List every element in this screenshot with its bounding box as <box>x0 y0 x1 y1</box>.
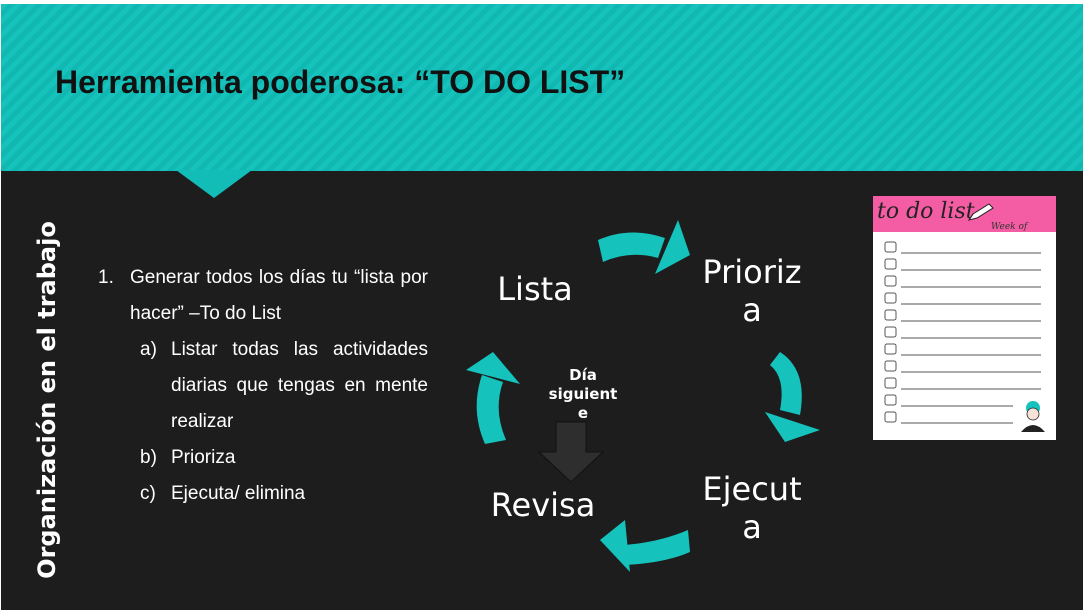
header-band <box>1 4 1083 171</box>
todo-checklist <box>884 241 1045 432</box>
todo-list-image: to do list Week of <box>873 196 1056 440</box>
slide-title: Herramienta poderosa: “TO DO LIST” <box>55 64 626 100</box>
arrow-left-icon <box>466 352 520 444</box>
cycle-step-revisa: Revisa <box>490 486 596 524</box>
sub-item-text: Ejecuta/ elimina <box>171 483 306 504</box>
todo-week-label: Week of <box>991 222 1028 232</box>
todo-header <box>873 196 1056 232</box>
cycle-step-ejecuta: Ejecut a <box>702 470 802 546</box>
sub-item-letter: b) <box>140 447 157 468</box>
content-list: 1. Generar todos los días tu “lista por … <box>98 260 428 512</box>
next-day-label: Día siguient e <box>548 366 618 422</box>
list-item-number: 1. <box>98 267 114 288</box>
arrow-right-icon <box>765 352 820 442</box>
header-notch <box>176 170 252 198</box>
cycle-step-prioriza: Prioriz a <box>702 253 802 329</box>
sub-item: c) Ejecuta/ elimina <box>98 476 428 512</box>
sub-item: a) Listar todas las actividades diarias … <box>98 332 428 440</box>
arrow-top-icon <box>598 220 690 274</box>
sub-item-letter: c) <box>140 483 156 504</box>
cycle-step-lista: Lista <box>497 270 573 308</box>
sub-item: b) Prioriza <box>98 440 428 476</box>
girl-illustration-icon <box>1021 401 1045 432</box>
sub-item-letter: a) <box>140 339 157 360</box>
arrow-bottom-icon <box>600 520 690 572</box>
sub-item-text: Prioriza <box>171 447 236 468</box>
pencil-icon <box>967 203 994 221</box>
sub-item-text: Listar todas las actividades diarias que… <box>171 339 428 432</box>
list-item-text: Generar todos los días tu “lista por hac… <box>130 267 428 324</box>
down-arrow-icon <box>538 421 604 483</box>
list-item: 1. Generar todos los días tu “lista por … <box>98 260 428 332</box>
todo-title: to do list <box>877 199 975 224</box>
